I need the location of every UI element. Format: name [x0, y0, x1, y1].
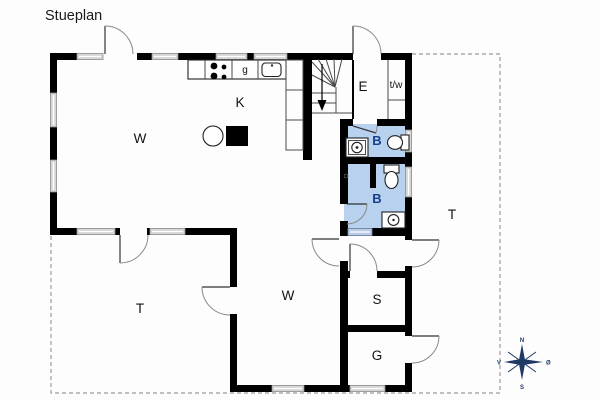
room-labels: Stueplan W K E t/w B B W S G T T [45, 8, 456, 363]
window [405, 166, 412, 198]
door-hall-to-corridor [311, 238, 340, 267]
inner-walls [303, 60, 412, 392]
kitchen-fixtures: g [187, 59, 304, 151]
terrace-boundary-dashed [50, 53, 501, 394]
window [347, 228, 373, 236]
toilet-icon-lower [383, 164, 400, 190]
compass-west-label: V [497, 361, 501, 367]
cabinet-g-label: g [242, 65, 248, 76]
compass-south-label: S [520, 385, 524, 391]
window [50, 159, 57, 193]
label-room-g: G [372, 348, 383, 363]
label-terrace-right: T [448, 207, 456, 222]
label-room-s: S [372, 292, 381, 307]
window [149, 228, 186, 235]
window [271, 385, 305, 392]
label-bath-lower: B [372, 191, 381, 206]
bath-fixtures [345, 134, 410, 229]
window [215, 53, 248, 60]
washing-machine-icon [345, 137, 369, 158]
label-toilet-wash: t/w [390, 80, 404, 91]
door-entrance-top [352, 25, 382, 55]
door-living-to-terrace-south [119, 234, 149, 264]
compass-east-label: Ø [546, 361, 551, 367]
window [151, 53, 179, 60]
label-living: W [134, 131, 147, 146]
compass-rose-icon: N S V Ø [497, 338, 551, 391]
door-corridor-to-terrace-east [411, 239, 440, 268]
kitchen-sink-icon [261, 62, 282, 78]
window [349, 385, 386, 392]
window [76, 228, 116, 235]
hand-basin-icon [381, 211, 406, 229]
door-handle-dot [343, 173, 349, 179]
dining-table-icon [202, 125, 224, 147]
door-bath-upper [352, 125, 378, 134]
label-entrance: E [358, 79, 367, 94]
door-room-g-to-terrace-east [411, 335, 440, 364]
window [76, 53, 104, 60]
label-kitchen: K [235, 95, 244, 110]
tall-cabinets [285, 59, 304, 151]
stove-burners-icon [210, 62, 227, 80]
window [50, 92, 57, 128]
door-living-top [104, 25, 134, 55]
doors [104, 25, 440, 364]
stairs-down-arrow-icon [317, 64, 327, 111]
page-title: Stueplan [45, 8, 102, 24]
compass-north-label: N [520, 338, 524, 344]
label-bath-upper: B [372, 133, 381, 148]
door-room-s [349, 243, 378, 272]
label-bedroom: W [282, 288, 295, 303]
toilet-icon-upper [386, 134, 410, 151]
door-bedroom-to-terrace-west [201, 286, 231, 316]
label-terrace-left: T [136, 301, 144, 316]
staircase [311, 58, 352, 114]
door-bath-lower [346, 203, 368, 225]
wood-stove-icon [226, 126, 248, 146]
toilet-wash-compartment [387, 60, 405, 119]
window [253, 53, 288, 60]
